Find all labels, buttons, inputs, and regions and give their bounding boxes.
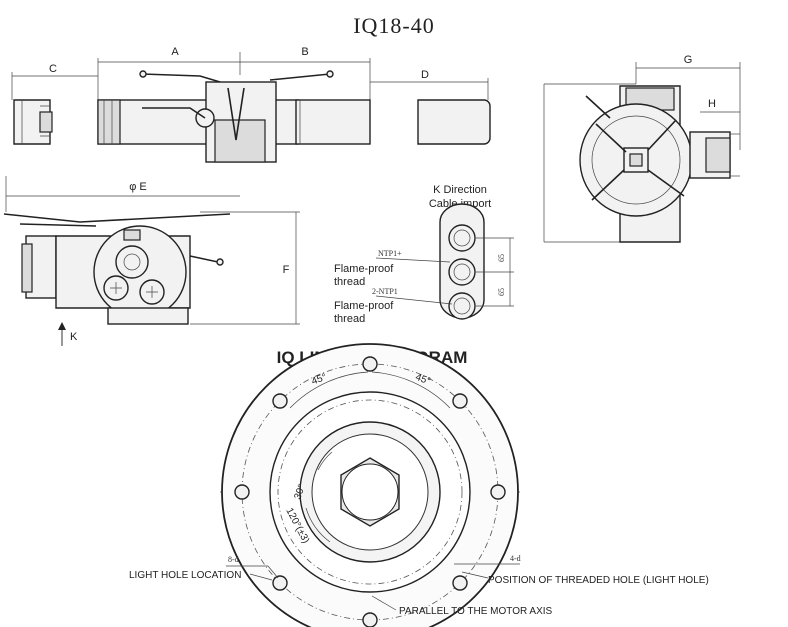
ntp-bottom-label: 2-NTP1 <box>372 287 398 296</box>
dim-a-label: A <box>171 46 179 58</box>
side-view: A B C D <box>11 46 491 163</box>
threaded-hole-label: POSITION OF THREADED HOLE (LIGHT HOLE) <box>488 575 709 586</box>
dim-e-label: φ E <box>129 181 147 193</box>
spacing-lower: 65 <box>497 288 506 296</box>
link-flange: 45° 45° 30° 120°(±3) 8-d LIGHT HOLE LOCA… <box>129 343 709 627</box>
angle-right-label: 45° <box>414 372 432 388</box>
thread-top-line2: thread <box>334 276 365 288</box>
thread-bottom-line2: thread <box>334 313 365 325</box>
dim-k-label: K <box>70 331 78 343</box>
angle-left-label: 45° <box>310 372 328 388</box>
dim-f-label: F <box>283 264 290 276</box>
dim-d-label: D <box>421 69 429 81</box>
parallel-axis-label: PARALLEL TO THE MOTOR AXIS <box>399 606 553 617</box>
holes-outer-label: 8-d <box>228 555 239 564</box>
end-view: G H <box>543 54 741 243</box>
ntp-top-label: NTP1+ <box>378 249 402 258</box>
light-hole-label: LIGHT HOLE LOCATION <box>129 570 241 581</box>
angle-inner-label: 30° <box>292 483 308 501</box>
dim-b-label: B <box>301 46 308 58</box>
spacing-upper: 65 <box>497 254 506 262</box>
dim-h-label: H <box>708 98 716 110</box>
dim-c-label: C <box>49 63 57 75</box>
thread-bottom-line1: Flame-proof <box>334 300 394 312</box>
cable-heading-direction: K Direction <box>433 184 487 196</box>
cable-import-view: K Direction Cable import 65 65 NTP1+ 2-N… <box>334 184 514 325</box>
drawing-title: IQ18-40 <box>353 13 435 38</box>
holes-inner-label: 4-d <box>510 554 521 563</box>
front-view: φ E F K <box>3 176 300 346</box>
dim-g-label: G <box>684 54 693 66</box>
thread-top-line1: Flame-proof <box>334 263 394 275</box>
